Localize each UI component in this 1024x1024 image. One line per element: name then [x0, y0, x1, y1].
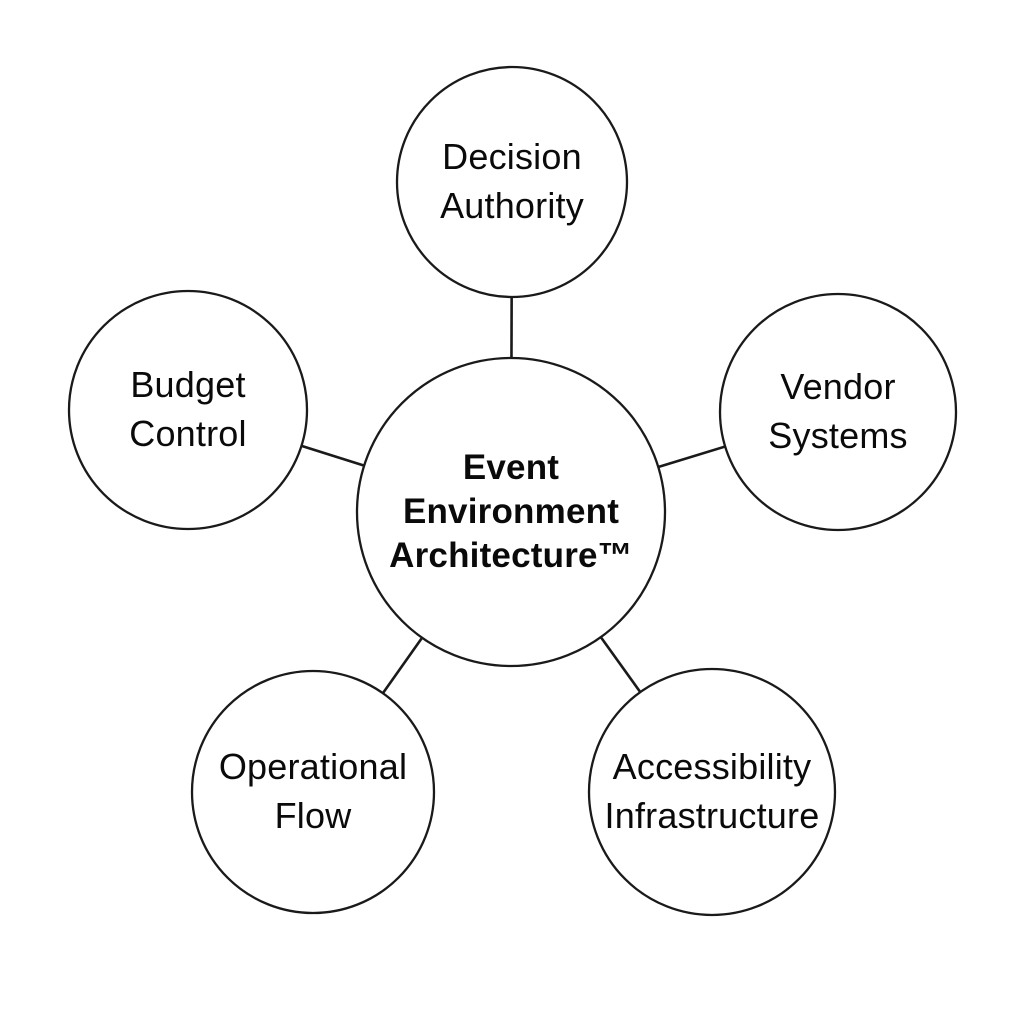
node-circle-accessibility-infrastructure [587, 667, 837, 917]
node-circle-decision-authority [395, 65, 629, 299]
node-label-line: Systems [768, 415, 908, 456]
node-label-line: Vendor [780, 366, 896, 408]
node-label-line: Infrastructure [604, 795, 820, 836]
node-label-budget-control: Budget Control [73, 340, 303, 480]
center-node-line: Architecture™ [389, 536, 633, 576]
node-label-line: Operational [218, 746, 408, 788]
node-label-line: Accessibility [612, 746, 812, 788]
node-label-line: Budget [130, 364, 246, 406]
node-label-decision-authority: Decision Authority [397, 112, 627, 252]
node-circle-budget-control [67, 289, 309, 531]
node-circle-center [355, 356, 667, 668]
node-label-accessibility-infrastructure: Accessibility Infrastructure [582, 722, 842, 862]
node-label-line: Control [129, 413, 247, 454]
center-node-line: Environment [402, 491, 620, 531]
node-label-vendor-systems: Vendor Systems [723, 342, 953, 482]
center-node-label: Event Environment Architecture™ [361, 422, 661, 602]
node-circle-vendor-systems [718, 292, 958, 532]
center-node-line: Event [462, 447, 560, 487]
node-label-operational-flow: Operational Flow [188, 722, 438, 862]
node-label-line: Flow [274, 795, 352, 836]
node-label-line: Authority [440, 185, 584, 226]
node-label-line: Decision [442, 136, 582, 178]
node-circle-operational-flow [190, 669, 436, 915]
